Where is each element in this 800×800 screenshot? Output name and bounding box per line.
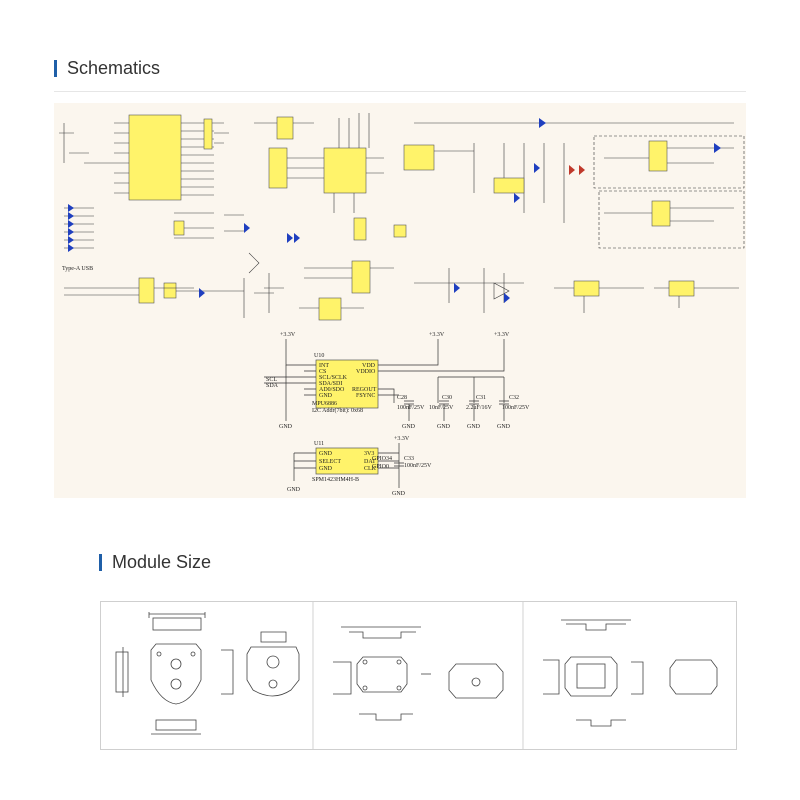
u10-pin-sda: SDA/SDI [319, 381, 342, 387]
gnd-label-3: GND [437, 424, 451, 430]
u11-pin-gnd: GND [319, 451, 333, 457]
c28-value: 100nF/25V [397, 405, 425, 411]
usb-label: Type-A USB [62, 266, 93, 272]
u10-pin-ad0: AD0/SDO [319, 387, 345, 393]
u11-pin-gnd2: GND [319, 466, 333, 472]
c31-value: 2.2uF/16V [466, 405, 493, 411]
gnd-label-7: GND [392, 491, 406, 497]
u11-pin-select: SELECT [319, 459, 341, 465]
u10-pin-cs: CS [319, 369, 326, 375]
u11-part: SPM1423HM4H-B [312, 477, 359, 483]
gnd-label-2: GND [402, 424, 416, 430]
u10-ref: U10 [314, 353, 324, 359]
u11-pin-dat: DAT [364, 459, 376, 465]
u10-pin-gnd: GND [319, 393, 333, 399]
gnd-label-1: GND [279, 424, 293, 430]
schematics-heading: Schematics [54, 58, 160, 79]
module-size-heading: Module Size [99, 552, 211, 573]
net-sda: SDA [266, 383, 279, 389]
u10-part: MPU6886 [312, 401, 337, 407]
section-bar-icon [99, 554, 102, 571]
c30-value: 10nF/25V [429, 405, 454, 411]
c32-ref: C32 [509, 395, 519, 401]
u11-pin-clk: CLK [364, 466, 377, 472]
schematic-image: Type-A USB +3.3V +3.3V +3.3V U10 INT CS [54, 103, 746, 498]
u10-pin-scl: SCL/SCLK [319, 375, 348, 381]
c32-value: 100nF/25V [502, 405, 530, 411]
c30-ref: C30 [442, 395, 452, 401]
u10-pin-vddio: VDDIO [356, 369, 376, 375]
rail-label-2: +3.3V [429, 332, 445, 338]
gnd-label-4: GND [467, 424, 481, 430]
u10-pin-fsync: FSYNC [356, 393, 375, 399]
c33-ref: C33 [404, 456, 414, 462]
net-gpio0: GPIO0 [372, 464, 389, 470]
u10-note: I2C Addr(7bit): 0x68 [312, 407, 363, 414]
c33-value: 100nF/25V [404, 463, 432, 469]
u10-pin-vdd: VDD [362, 363, 376, 369]
module-size-title: Module Size [112, 552, 212, 572]
rail-label-3: +3.3V [494, 332, 510, 338]
c31-ref: C31 [476, 395, 486, 401]
gnd-label-5: GND [497, 424, 511, 430]
u11-ref: U11 [314, 441, 324, 447]
net-gpio34: GPIO34 [372, 456, 392, 462]
schematics-title: Schematics [67, 58, 161, 78]
section-bar-icon [54, 60, 57, 77]
u11-pin-3v3: 3V3 [364, 451, 374, 457]
net-scl: SCL [266, 377, 277, 383]
gnd-label-6: GND [287, 487, 301, 493]
u11-rail-label: +3.3V [394, 436, 410, 442]
u10-pin-regout: REGOUT [352, 387, 377, 393]
module-size-image [100, 601, 737, 750]
divider [54, 91, 746, 92]
u10-rail-label: +3.3V [280, 332, 296, 338]
u10-pin-int: INT [319, 363, 329, 369]
c28-ref: C28 [397, 395, 407, 401]
